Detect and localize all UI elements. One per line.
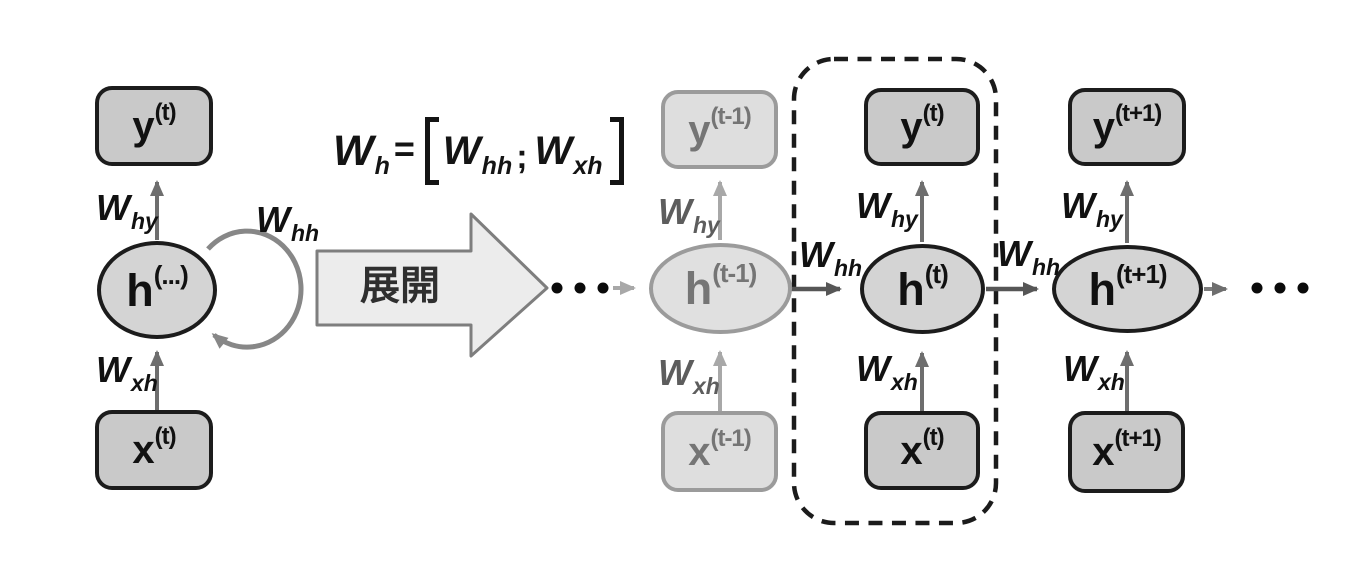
output-node-y-compact: y(t) (95, 86, 213, 166)
node-label: x (688, 429, 710, 474)
node-superscript: (t-1) (710, 424, 751, 452)
weight-label-whh-compact: Whh (256, 199, 320, 246)
ellipsis-dots-left (551, 282, 609, 294)
node-label: x (1092, 430, 1114, 474)
ellipsis-dots-right (1251, 282, 1309, 294)
input-node-x-t-minus-1: x(t-1) (661, 411, 778, 492)
self-loop-arrow (206, 228, 304, 350)
node-label: y (900, 105, 922, 149)
weight-label-why-t: Why (856, 185, 918, 232)
node-superscript: (t-1) (710, 102, 751, 130)
t-plus-1-column-arrows (1120, 180, 1228, 411)
node-label: h (684, 263, 712, 314)
hidden-node-h-t: h(t) (860, 244, 985, 334)
node-superscript: (t-1) (712, 258, 757, 288)
hidden-node-h-compact: h(...) (97, 241, 217, 339)
node-superscript: (t+1) (1114, 425, 1161, 452)
weight-label-wxh-t-plus-1: Wxh (1063, 348, 1125, 395)
weight-label-whh-into-t: Whh (799, 234, 863, 281)
node-label: x (900, 428, 922, 473)
node-label: y (1092, 105, 1115, 149)
output-node-y-t: y(t) (864, 88, 980, 166)
node-label: h (126, 264, 153, 316)
weight-label-why-t-plus-1: Why (1061, 185, 1123, 232)
node-superscript: (t) (922, 423, 945, 451)
node-superscript: (t+1) (1114, 100, 1162, 127)
node-label: x (132, 428, 154, 472)
input-node-x-t-plus-1: x(t+1) (1068, 411, 1185, 493)
hidden-node-h-t-minus-1: h(t-1) (649, 243, 792, 334)
node-label: h (897, 263, 924, 315)
open-bracket-icon (424, 117, 439, 185)
node-superscript: (t+1) (1115, 258, 1168, 289)
unfold-arrow-label: 展開 (360, 263, 440, 309)
weight-label-wxh-compact: Wxh (96, 349, 158, 396)
node-superscript: (t) (924, 258, 949, 289)
input-node-x-compact: x(t) (95, 410, 213, 490)
output-node-y-t-plus-1: y(t+1) (1068, 88, 1186, 166)
node-superscript: (t) (922, 100, 945, 127)
weight-label-wxh-t-minus-1: Wxh (658, 352, 720, 399)
node-label: h (1088, 263, 1115, 315)
node-superscript: (...) (153, 259, 189, 290)
close-bracket-icon (609, 117, 624, 185)
weight-label-wxh-t: Wxh (856, 348, 918, 395)
weight-label-why-compact: Why (96, 187, 158, 234)
node-superscript: (t) (154, 99, 177, 126)
node-superscript: (t) (154, 423, 177, 450)
input-node-x-t: x(t) (864, 411, 980, 490)
node-label: y (132, 104, 154, 148)
weight-label-why-t-minus-1: Why (658, 191, 720, 238)
weight-label-whh-into-t-plus-1: Whh (997, 233, 1061, 280)
output-node-y-t-minus-1: y(t-1) (661, 90, 778, 169)
hidden-node-h-t-plus-1: h(t+1) (1052, 245, 1203, 333)
unfold-block-arrow (315, 212, 549, 358)
node-label: y (688, 107, 710, 152)
